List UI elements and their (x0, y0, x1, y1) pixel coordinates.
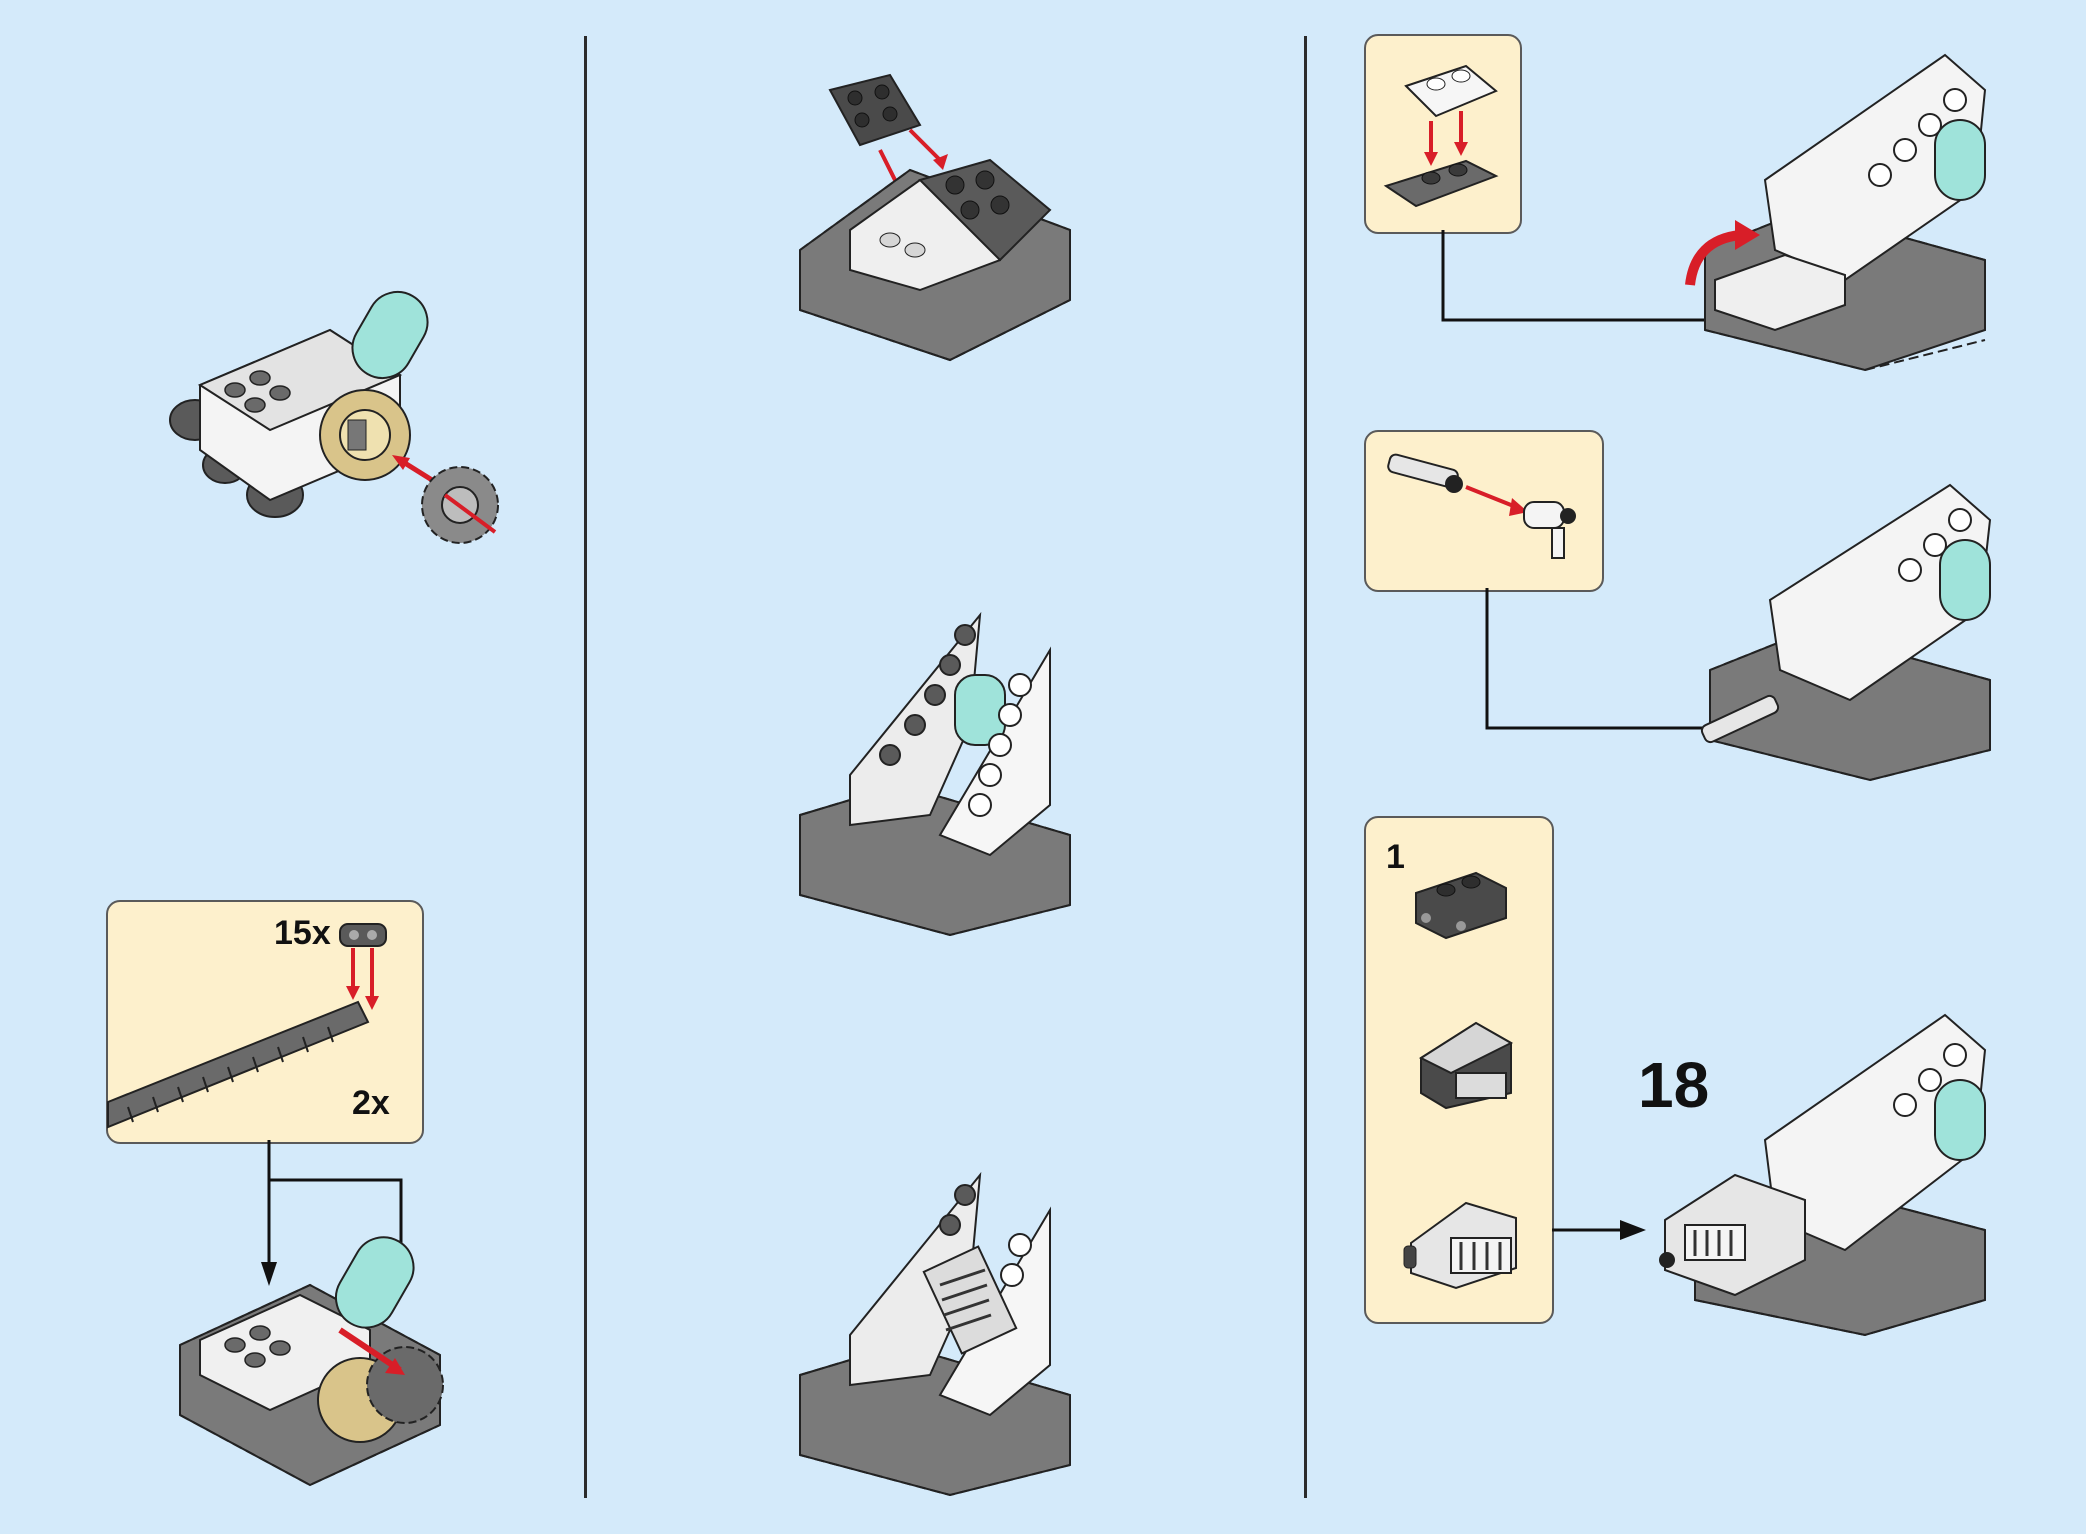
build-tracked-with-gear (170, 1235, 460, 1495)
build-plate-attach (790, 70, 1080, 370)
build-plate-lift (1665, 50, 1995, 370)
callout-track-links: 15x 2x (106, 900, 424, 1144)
callout-plates (1364, 34, 1522, 234)
callout-parts-list: 1 (1364, 816, 1554, 1324)
plates-drawing (1366, 36, 1520, 232)
column-divider-left (584, 36, 587, 1498)
track-link-icon (340, 924, 386, 946)
slope-brick-icon (1421, 1023, 1511, 1108)
callout-pin-connector (1364, 430, 1604, 592)
parts-list-drawing (1366, 818, 1552, 1322)
build-wedge-top (790, 615, 1080, 945)
track-chain-drawing (108, 902, 422, 1142)
connector-line-3 (1552, 1215, 1652, 1245)
pin-connector-icon (1387, 453, 1463, 493)
pin-connector-drawing (1366, 432, 1602, 590)
brick-with-studs-icon (1416, 873, 1506, 938)
plate-2x2-icon (830, 75, 920, 145)
gear-icon (320, 390, 410, 480)
build-final (1655, 1010, 1995, 1340)
build-gear-attach (160, 270, 510, 560)
grille-brick-icon (1404, 1203, 1516, 1288)
build-wedge-grille (790, 1175, 1080, 1505)
column-divider-right (1304, 36, 1307, 1498)
build-pin-added (1690, 480, 2000, 790)
